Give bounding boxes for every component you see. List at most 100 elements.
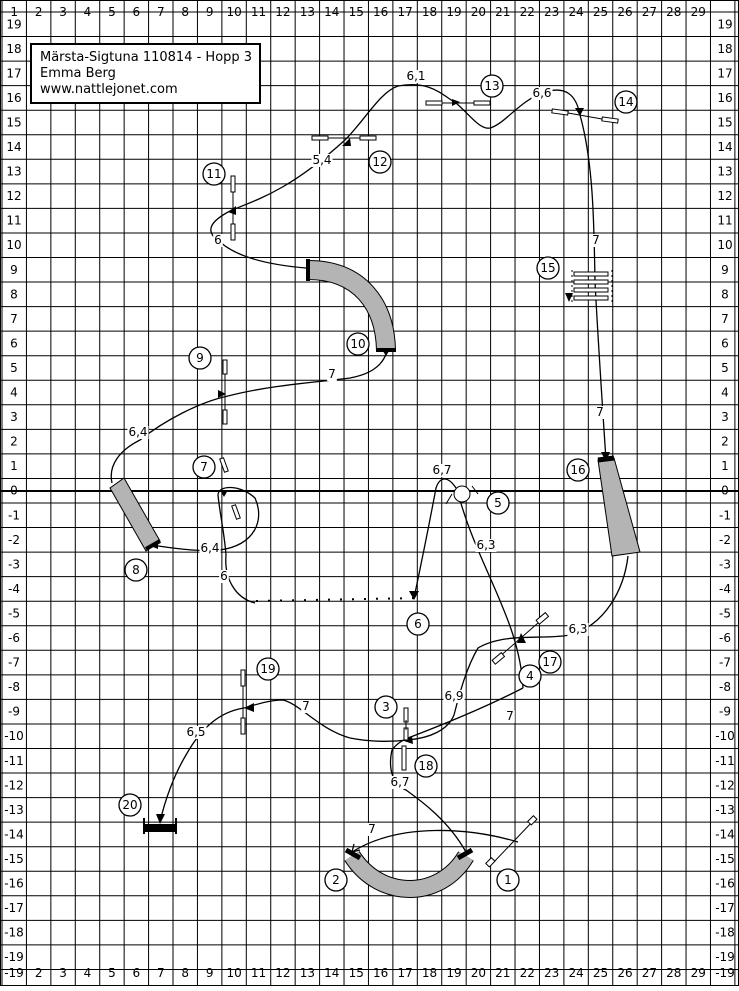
x-tick-label-bottom: 4 <box>84 966 92 980</box>
x-tick-label-top: 21 <box>495 5 510 19</box>
svg-text:15: 15 <box>540 261 555 275</box>
svg-text:7: 7 <box>200 460 208 474</box>
distance-label: 7 <box>592 233 600 247</box>
y-tick-label-right: -5 <box>719 606 731 620</box>
distance-label: 6,9 <box>444 689 463 703</box>
x-tick-label-top: 16 <box>373 5 388 19</box>
y-tick-label-right: 16 <box>717 91 732 105</box>
y-tick-label-left: 6 <box>10 336 18 350</box>
y-tick-label-right: -1 <box>719 508 731 522</box>
y-tick-label-left: 13 <box>6 165 21 179</box>
y-tick-label-right: 17 <box>717 66 732 80</box>
y-tick-label-left: -15 <box>4 852 24 866</box>
website-text: www.nattlejonet.com <box>40 82 178 97</box>
distance-label: 6,4 <box>128 425 147 439</box>
y-tick-label-right: -7 <box>719 656 731 670</box>
x-tick-label-bottom: 27 <box>642 966 657 980</box>
path-13-14 <box>455 89 581 129</box>
obstacle-number-17: 17 <box>538 650 562 674</box>
x-tick-label-top: 28 <box>666 5 681 19</box>
tunnel-8-shape <box>109 477 161 552</box>
tunnel-16-shape <box>597 455 641 557</box>
path-4-5 <box>459 499 524 689</box>
obstacle-number-12: 12 <box>368 150 392 174</box>
path-15-16 <box>594 281 607 461</box>
path-14-15 <box>579 114 596 283</box>
x-tick-label-top: 27 <box>642 5 657 19</box>
y-tick-label-left: -7 <box>8 656 20 670</box>
path-5-6 <box>413 478 457 599</box>
x-tick-label-top: 6 <box>133 5 141 19</box>
x-tick-label-bottom: 13 <box>300 966 315 980</box>
x-tick-label-top: 19 <box>446 5 461 19</box>
y-tick-label-left: 17 <box>6 66 21 80</box>
y-tick-label-left: -19 <box>4 950 24 964</box>
x-tick-label-bottom: 12 <box>275 966 290 980</box>
x-tick-label-top: 4 <box>84 5 92 19</box>
x-tick-label-top: 2 <box>35 5 43 19</box>
weave-15-shape <box>571 270 613 304</box>
x-tick-label-top: 17 <box>397 5 412 19</box>
x-tick-label-bottom: 26 <box>617 966 632 980</box>
y-tick-label-right: -17 <box>715 901 735 915</box>
path-17-18 <box>349 737 409 742</box>
distance-label: 6 <box>214 233 222 247</box>
y-tick-label-left: 8 <box>10 287 18 301</box>
y-tick-label-right: -18 <box>715 926 735 940</box>
y-tick-label-left: -13 <box>4 803 24 817</box>
svg-text:6: 6 <box>414 617 422 631</box>
x-tick-label-bottom: 15 <box>349 966 364 980</box>
x-tick-label-bottom: 18 <box>422 966 437 980</box>
y-tick-label-left: -12 <box>4 778 24 792</box>
y-tick-label-right: 8 <box>721 287 729 301</box>
y-tick-label-right: 6 <box>721 336 729 350</box>
x-tick-label-top: 14 <box>324 5 339 19</box>
obstacle-number-3: 3 <box>374 695 398 719</box>
tire-5-shape <box>453 485 471 503</box>
y-tick-label-left: 18 <box>6 42 21 56</box>
x-tick-label-bottom: 25 <box>593 966 608 980</box>
obstacle-number-9: 9 <box>188 346 212 370</box>
y-tick-label-right: 0 <box>721 484 729 498</box>
obstacle-number-20: 20 <box>118 793 142 817</box>
x-tick-label-bottom: 2 <box>35 966 43 980</box>
y-tick-label-right: -10 <box>715 729 735 743</box>
svg-text:9: 9 <box>196 351 204 365</box>
jump-18-shape <box>401 745 407 771</box>
y-tick-label-right: 10 <box>717 238 732 252</box>
distance-label: 6,3 <box>568 622 587 636</box>
distance-label: 7 <box>596 405 604 419</box>
author-name: Emma Berg <box>40 66 116 81</box>
y-tick-label-right: -3 <box>719 557 731 571</box>
x-tick-label-top: 11 <box>251 5 266 19</box>
x-tick-label-bottom: 10 <box>226 966 241 980</box>
obstacle-number-16: 16 <box>566 458 590 482</box>
y-tick-label-left: -14 <box>4 827 24 841</box>
x-tick-label-top: 24 <box>568 5 583 19</box>
svg-text:8: 8 <box>132 563 140 577</box>
obstacle-number-4: 4 <box>518 664 542 688</box>
svg-text:1: 1 <box>504 873 512 887</box>
svg-text:2: 2 <box>332 873 340 887</box>
distance-label: 6,1 <box>406 69 425 83</box>
x-tick-label-top: 26 <box>617 5 632 19</box>
y-tick-label-left: -2 <box>8 533 20 547</box>
y-tick-label-left: -3 <box>8 557 20 571</box>
jump-14-shape <box>551 108 619 124</box>
x-tick-label-bottom: 23 <box>544 966 559 980</box>
jump-12-shape <box>311 135 377 141</box>
x-tick-label-bottom: 8 <box>181 966 189 980</box>
svg-text:12: 12 <box>372 155 387 169</box>
x-tick-label-bottom: 14 <box>324 966 339 980</box>
y-tick-label-right: 7 <box>721 312 729 326</box>
y-tick-label-left: 15 <box>6 115 21 129</box>
x-tick-label-top: 22 <box>520 5 535 19</box>
svg-text:14: 14 <box>618 95 633 109</box>
arrowhead <box>228 206 236 215</box>
jump-7-shape <box>219 457 241 520</box>
y-tick-label-left: -16 <box>4 877 24 891</box>
path-19-20 <box>159 707 245 823</box>
x-tick-label-top: 1 <box>10 5 18 19</box>
